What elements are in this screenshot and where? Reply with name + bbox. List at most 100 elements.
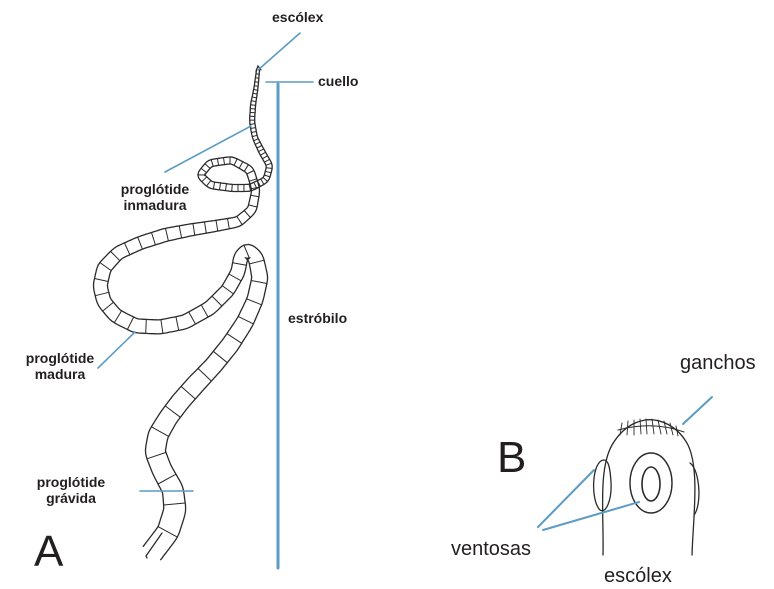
segment-division xyxy=(218,159,219,166)
label-proglotide-madura: proglótide madura xyxy=(5,350,115,382)
segment-division xyxy=(151,427,168,437)
segment-division xyxy=(251,128,256,129)
label-proglotide-gravida: proglótide grávida xyxy=(21,474,121,506)
segment-division xyxy=(161,320,163,334)
segment-division xyxy=(250,124,255,125)
segment-division xyxy=(244,211,250,218)
segment-division xyxy=(227,334,242,344)
segment-division xyxy=(100,263,111,271)
segment-division xyxy=(257,146,262,149)
segment-division xyxy=(152,233,156,245)
segment-division xyxy=(234,159,237,165)
segment-division xyxy=(252,135,257,136)
segment-division xyxy=(251,132,256,133)
segment-division xyxy=(260,152,265,155)
segment-division xyxy=(179,226,181,238)
segment-division xyxy=(263,178,268,182)
proglotide-inmadura-leader xyxy=(165,126,251,172)
segment-division xyxy=(255,142,260,144)
segment-division xyxy=(125,243,130,255)
segment-division xyxy=(158,474,176,484)
segment-division xyxy=(164,503,186,505)
segment-division xyxy=(193,224,195,236)
segment-division xyxy=(251,101,256,102)
segment-division xyxy=(238,316,253,324)
leader-lines-a xyxy=(98,33,313,568)
segment-division xyxy=(127,317,133,330)
label-cuello: cuello xyxy=(318,73,358,89)
segment-division xyxy=(262,156,267,159)
label-proglotide-inmadura-line1: proglótide xyxy=(100,181,210,197)
segment-division xyxy=(251,281,267,284)
segment-division xyxy=(220,183,221,190)
segment-division xyxy=(249,205,258,207)
segment-division xyxy=(247,299,262,305)
segment-division xyxy=(205,164,210,169)
label-ventosas: ventosas xyxy=(451,538,531,561)
segment-division xyxy=(264,159,269,162)
segment-division xyxy=(266,163,272,165)
ganchos-leader xyxy=(683,397,712,424)
segment-division xyxy=(252,97,257,98)
segment-division xyxy=(251,105,256,106)
segment-division xyxy=(213,351,227,362)
sucker-front-inner xyxy=(642,467,660,501)
label-estrobilo: estróbilo xyxy=(288,310,347,326)
segment-division xyxy=(165,406,180,417)
segment-division xyxy=(205,222,207,233)
panel-letter-a: A xyxy=(34,527,63,578)
segment-division xyxy=(226,184,227,191)
segment-division xyxy=(211,160,213,167)
segment-division xyxy=(244,165,248,172)
label-ganchos: ganchos xyxy=(680,352,756,375)
segment-division xyxy=(251,195,259,196)
label-proglotide-gravida-line2: grávida xyxy=(21,490,121,506)
segment-division xyxy=(229,274,241,281)
segment-division xyxy=(103,302,114,311)
segment-division xyxy=(222,286,233,294)
segment-division xyxy=(95,279,109,282)
segment-division xyxy=(138,237,143,249)
segment-division xyxy=(259,149,264,152)
segment-division xyxy=(213,182,214,189)
scolex-closeup xyxy=(594,419,699,555)
label-escolex-a: escólex xyxy=(272,9,323,25)
segment-division xyxy=(146,319,147,333)
panel-letter-b: B xyxy=(497,433,526,484)
segment-division xyxy=(198,368,211,381)
leader-lines-b xyxy=(538,397,712,530)
segment-division xyxy=(232,184,233,191)
scolex-head-outline xyxy=(603,420,695,555)
segment-division xyxy=(265,171,271,173)
label-escolex-b: escólex xyxy=(604,565,672,588)
label-proglotide-inmadura: proglótide inmadura xyxy=(100,181,210,213)
segment-division xyxy=(254,139,259,141)
segment-division xyxy=(237,216,242,224)
segment-division xyxy=(261,179,264,184)
segment-division xyxy=(212,296,222,306)
segment-division xyxy=(201,305,208,317)
segment-division xyxy=(114,311,121,323)
escolex-leader xyxy=(258,33,300,70)
segment-division xyxy=(247,171,254,175)
segment-division xyxy=(264,175,270,177)
segment-division xyxy=(239,162,243,169)
segment-division xyxy=(266,168,272,169)
segment-division xyxy=(201,168,207,172)
label-proglotide-gravida-line1: proglótide xyxy=(21,474,121,490)
segment-division xyxy=(216,220,218,231)
segment-division xyxy=(189,312,196,324)
segment-division xyxy=(181,386,195,399)
label-proglotide-madura-line1: proglótide xyxy=(5,350,115,366)
label-proglotide-madura-line2: madura xyxy=(5,366,115,382)
body-tail-end xyxy=(146,533,162,558)
segment-division xyxy=(244,245,249,258)
proglottid-segments xyxy=(95,74,273,537)
segment-division xyxy=(176,317,179,331)
sucker-front-outer xyxy=(630,453,672,513)
segment-division xyxy=(224,158,225,165)
segment-division xyxy=(249,260,264,264)
segment-division xyxy=(111,251,120,260)
segment-division xyxy=(228,219,230,229)
segment-division xyxy=(147,452,166,458)
